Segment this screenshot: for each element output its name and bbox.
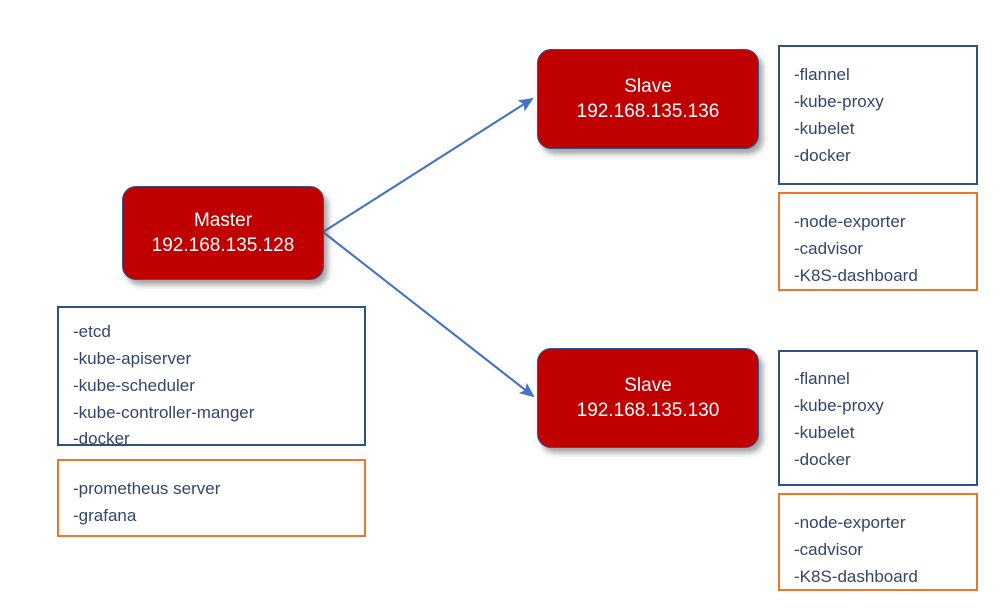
node-slave-1-role: Slave (624, 75, 672, 97)
list-item: -kube-controller-manger (73, 402, 255, 422)
node-master[interactable]: Master 192.168.135.128 (122, 186, 324, 280)
list-item: -kube-proxy (794, 91, 884, 111)
list-item: -node-exporter (794, 513, 906, 532)
list-item: -docker (73, 429, 130, 449)
slave-2-core-components-box: -flannel -kube-proxy -kubelet -docker (778, 350, 978, 486)
node-slave-2-ip: 192.168.135.130 (576, 400, 720, 421)
list-item: -kubelet (794, 118, 855, 138)
list-item: -flannel (794, 65, 850, 84)
list-item: -kube-apiserver (73, 348, 192, 368)
list-item: -K8S-dashboard (794, 566, 918, 586)
node-master-role: Master (193, 209, 253, 231)
node-slave-2-role: Slave (624, 374, 672, 396)
list-item: -etcd (73, 322, 111, 341)
slave-1-core-components-box: -flannel -kube-proxy -kubelet -docker (778, 45, 978, 185)
list-item: -kubelet (794, 422, 855, 442)
node-master-ip: 192.168.135.128 (151, 235, 295, 256)
list-item: -grafana (73, 505, 137, 525)
list-item: -kube-scheduler (73, 375, 195, 395)
master-monitoring-components-box: -prometheus server -grafana (57, 459, 366, 537)
list-item: -flannel (794, 369, 850, 388)
master-core-components-box: -etcd -kube-apiserver -kube-scheduler -k… (57, 306, 366, 448)
list-item: -docker (794, 449, 851, 469)
slave-2-monitoring-components-box: -node-exporter -cadvisor -K8S-dashboard (778, 493, 978, 591)
list-item: -node-exporter (794, 212, 906, 231)
list-item: -prometheus server (73, 479, 221, 498)
node-slave-1-ip: 192.168.135.136 (576, 101, 720, 122)
list-item: -docker (794, 145, 851, 165)
connector-master-to-slave-1 (322, 97, 534, 233)
list-item: -cadvisor (794, 238, 863, 258)
node-slave-2[interactable]: Slave 192.168.135.130 (537, 348, 759, 448)
list-item: -cadvisor (794, 539, 863, 559)
list-item: -K8S-dashboard (794, 265, 918, 285)
list-item: -kube-proxy (794, 395, 884, 415)
slave-1-monitoring-components-box: -node-exporter -cadvisor -K8S-dashboard (778, 192, 978, 291)
node-slave-1[interactable]: Slave 192.168.135.136 (537, 49, 759, 149)
